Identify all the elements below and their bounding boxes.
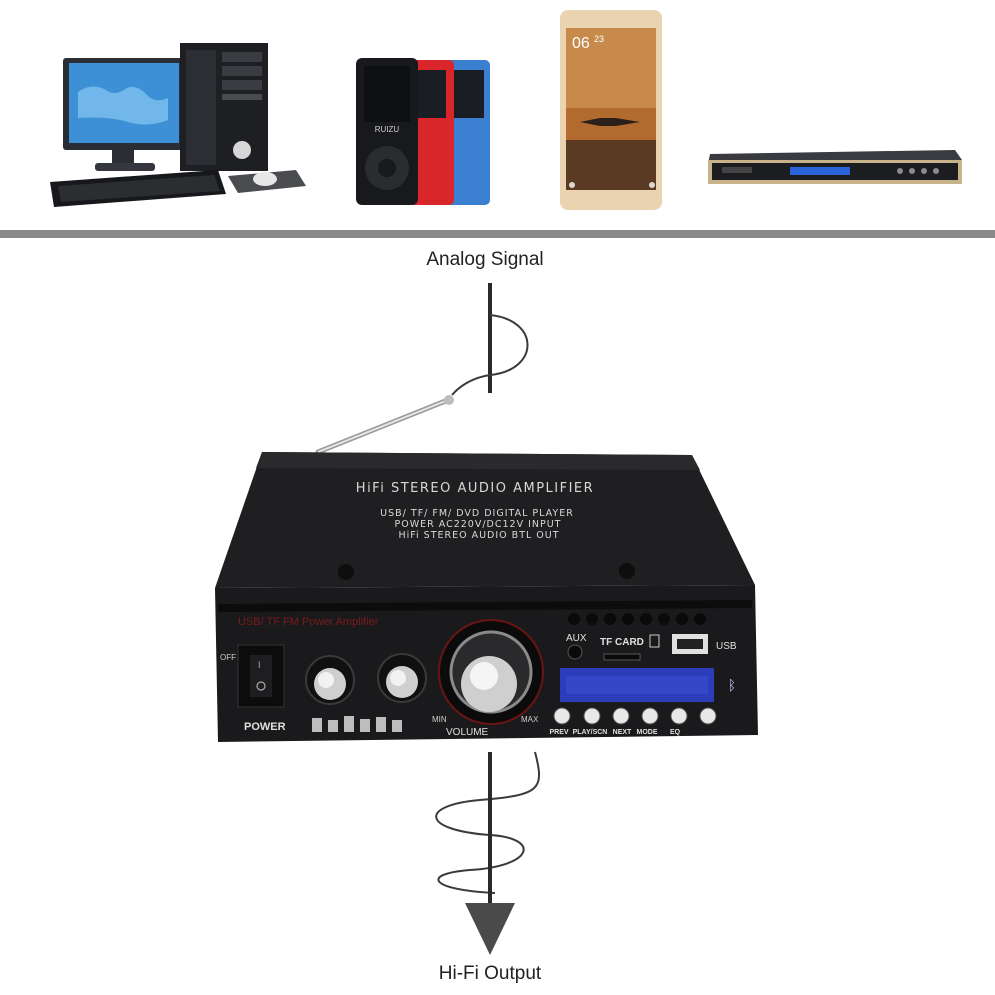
control-button-next[interactable]: NEXT bbox=[612, 707, 632, 736]
mp3-brand: RUIZU bbox=[375, 125, 400, 134]
amp-top-title: HiFi STEREO AUDIO AMPLIFIER bbox=[356, 481, 594, 496]
bass-knob[interactable] bbox=[377, 653, 427, 703]
aux-label: AUX bbox=[566, 633, 587, 644]
speaker-grill-dots bbox=[568, 613, 706, 625]
control-button-label: PREV bbox=[549, 729, 568, 736]
control-button-mode[interactable]: MODE bbox=[637, 707, 659, 736]
control-button-label: NEXT bbox=[613, 729, 632, 736]
level-indicator-bars bbox=[312, 716, 402, 732]
output-signal-label: Hi-Fi Output bbox=[438, 963, 542, 984]
desktop-computer-icon bbox=[50, 43, 306, 207]
input-signal-label: Analog Signal bbox=[426, 249, 544, 270]
svg-text:I: I bbox=[258, 660, 261, 670]
input-signal-wave bbox=[451, 283, 529, 396]
off-label: OFF bbox=[220, 653, 236, 662]
volume-label: VOLUME bbox=[446, 727, 489, 738]
control-button-play-scn[interactable]: PLAY/SCN bbox=[573, 707, 608, 736]
aux-port[interactable] bbox=[567, 644, 583, 660]
bluetooth-icon: ᛒ bbox=[728, 678, 736, 694]
output-signal-wave bbox=[435, 751, 541, 955]
control-button-prev[interactable]: PREV bbox=[549, 707, 571, 736]
amp-top-line2: POWER AC220V/DC12V INPUT bbox=[395, 519, 562, 530]
volume-knob[interactable] bbox=[438, 619, 544, 725]
usb-label: USB bbox=[716, 641, 737, 652]
section-divider bbox=[0, 230, 995, 238]
treble-knob[interactable] bbox=[305, 655, 355, 705]
phone-time-min: 23 bbox=[594, 34, 604, 44]
min-label: MIN bbox=[432, 715, 447, 724]
control-button-repeat[interactable] bbox=[699, 707, 717, 725]
tf-card-label: TF CARD bbox=[600, 637, 644, 648]
amplifier-top: HiFi STEREO AUDIO AMPLIFIER USB/ TF/ FM/… bbox=[215, 452, 755, 588]
control-button-label: MODE bbox=[637, 729, 658, 736]
amp-top-line3: HiFi STEREO AUDIO BTL OUT bbox=[398, 530, 559, 541]
mp3-player-icon: RUIZU bbox=[356, 58, 490, 205]
antenna-icon bbox=[315, 395, 454, 455]
devices-row: RUIZU 06 23 bbox=[50, 10, 962, 210]
dvd-player-icon bbox=[708, 150, 962, 184]
smartphone-icon: 06 23 bbox=[560, 10, 662, 210]
amp-top-line1: USB/ TF/ FM/ DVD DIGITAL PLAYER bbox=[380, 508, 574, 519]
control-button-label: PLAY/SCN bbox=[573, 729, 608, 736]
phone-time: 06 bbox=[572, 35, 590, 52]
tf-card-slot[interactable] bbox=[603, 653, 641, 661]
max-label: MAX bbox=[521, 715, 539, 724]
power-label: POWER bbox=[244, 721, 286, 733]
control-button-label: EQ bbox=[670, 729, 681, 736]
panel-title: USB/ TF FM Power Amplifier bbox=[238, 616, 379, 628]
control-button-eq[interactable]: EQ bbox=[670, 707, 688, 736]
output-arrow-icon bbox=[465, 903, 515, 955]
signal-diagram: HiFi STEREO AUDIO AMPLIFIER USB/ TF/ FM/… bbox=[215, 283, 758, 955]
amplifier-front-panel: USB/ TF FM Power Amplifier OFF I POWER bbox=[215, 585, 758, 742]
